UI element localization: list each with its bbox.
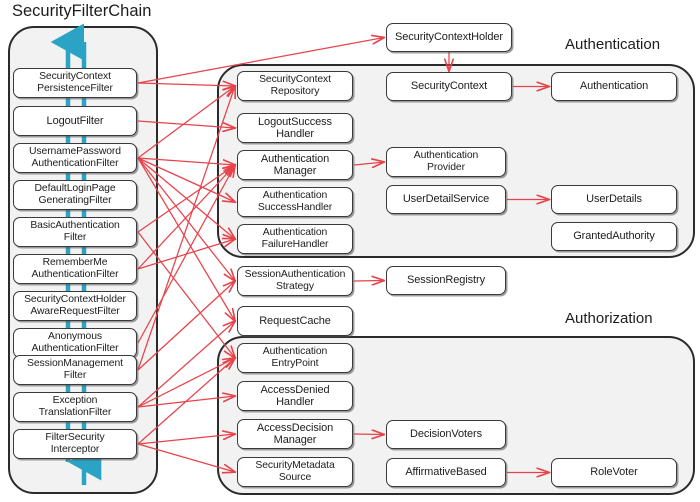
collaborator-box-sas[interactable]: SessionAuthentication Strategy — [237, 266, 353, 296]
core-box-sch[interactable]: SecurityContextHolder — [386, 23, 512, 52]
core-box-sr[interactable]: SessionRegistry — [386, 266, 506, 295]
relation-aaf-to-am — [137, 165, 235, 344]
authorization-section-title: Authorization — [565, 310, 653, 327]
core-box-sc[interactable]: SecurityContext — [386, 72, 512, 101]
collaborator-box-sms[interactable]: SecurityMetadata Source — [237, 457, 353, 487]
collaborator-box-aep[interactable]: Authentication EntryPoint — [237, 343, 353, 373]
filter-box-rmaf[interactable]: RememberMe AuthenticationFilter — [13, 254, 137, 284]
filter-box-aaf[interactable]: Anonymous AuthenticationFilter — [13, 328, 137, 358]
collaborator-box-adm[interactable]: AccessDecision Manager — [237, 419, 353, 449]
relation-upaf-to-am — [137, 157, 235, 165]
core-box-dv[interactable]: DecisionVoters — [386, 420, 506, 449]
relation-upaf-to-rc — [137, 157, 235, 321]
authentication-section-title: Authentication — [565, 36, 661, 53]
core-box-ga[interactable]: GrantedAuthority — [551, 222, 677, 251]
collaborator-box-am[interactable]: Authentication Manager — [237, 150, 353, 180]
filter-box-schar[interactable]: SecurityContextHolder AwareRequestFilter — [13, 291, 137, 321]
filter-box-etf[interactable]: Exception TranslationFilter — [13, 392, 137, 422]
collaborator-box-rc[interactable]: RequestCache — [237, 306, 353, 336]
collaborator-box-ash[interactable]: Authentication SuccessHandler — [237, 187, 353, 217]
core-box-uds[interactable]: UserDetailService — [386, 185, 506, 214]
relation-adm-to-dv — [353, 434, 384, 435]
page-title: SecurityFilterChain — [12, 2, 152, 20]
filter-box-baf[interactable]: BasicAuthentication Filter — [13, 217, 137, 247]
relation-baf-to-aep — [137, 231, 235, 358]
core-box-rv[interactable]: RoleVoter — [551, 458, 677, 487]
relation-rmaf-to-am — [137, 165, 235, 270]
collaborator-box-lsh[interactable]: LogoutSuccess Handler — [237, 113, 353, 143]
relation-baf-to-am — [137, 165, 235, 233]
collaborator-box-scr[interactable]: SecurityContext Repository — [237, 71, 353, 101]
filter-box-upaf[interactable]: UsernamePassword AuthenticationFilter — [13, 143, 137, 173]
relation-etf-to-rc — [137, 321, 235, 408]
relation-scpf-to-sch — [137, 38, 384, 84]
core-box-authn[interactable]: Authentication — [551, 72, 677, 101]
relation-upaf-to-scr — [137, 86, 235, 159]
relation-etf-to-aep — [137, 358, 235, 408]
relation-am-to-ap — [353, 162, 384, 165]
relation-fsi-to-adm — [137, 434, 235, 445]
filter-box-fsi[interactable]: FilterSecurity Interceptor — [13, 429, 137, 459]
relation-smf-to-sas — [137, 281, 235, 371]
filter-box-dlpgf[interactable]: DefaultLoginPage GeneratingFilter — [13, 180, 137, 210]
collaborator-box-afh[interactable]: Authentication FailureHandler — [237, 224, 353, 254]
core-box-ap[interactable]: Authentication Provider — [386, 147, 506, 177]
core-box-ab[interactable]: AffirmativeBased — [386, 458, 506, 487]
relation-fsi-to-sms — [137, 443, 235, 472]
relation-upaf-to-sas — [137, 157, 235, 281]
relation-sas-to-sr — [353, 281, 384, 282]
filter-box-lf[interactable]: LogoutFilter — [13, 106, 137, 136]
filter-box-scpf[interactable]: SecurityContext PersistenceFilter — [13, 68, 137, 98]
core-box-ud[interactable]: UserDetails — [551, 185, 677, 214]
relation-smf-to-scr — [137, 86, 235, 371]
collaborator-box-adh[interactable]: AccessDenied Handler — [237, 381, 353, 411]
filter-box-smf[interactable]: SessionManagement Filter — [13, 355, 137, 385]
relation-lf-to-lsh — [137, 120, 235, 128]
relation-scpf-to-scr — [137, 83, 235, 86]
relation-fsi-to-aep — [137, 358, 235, 445]
